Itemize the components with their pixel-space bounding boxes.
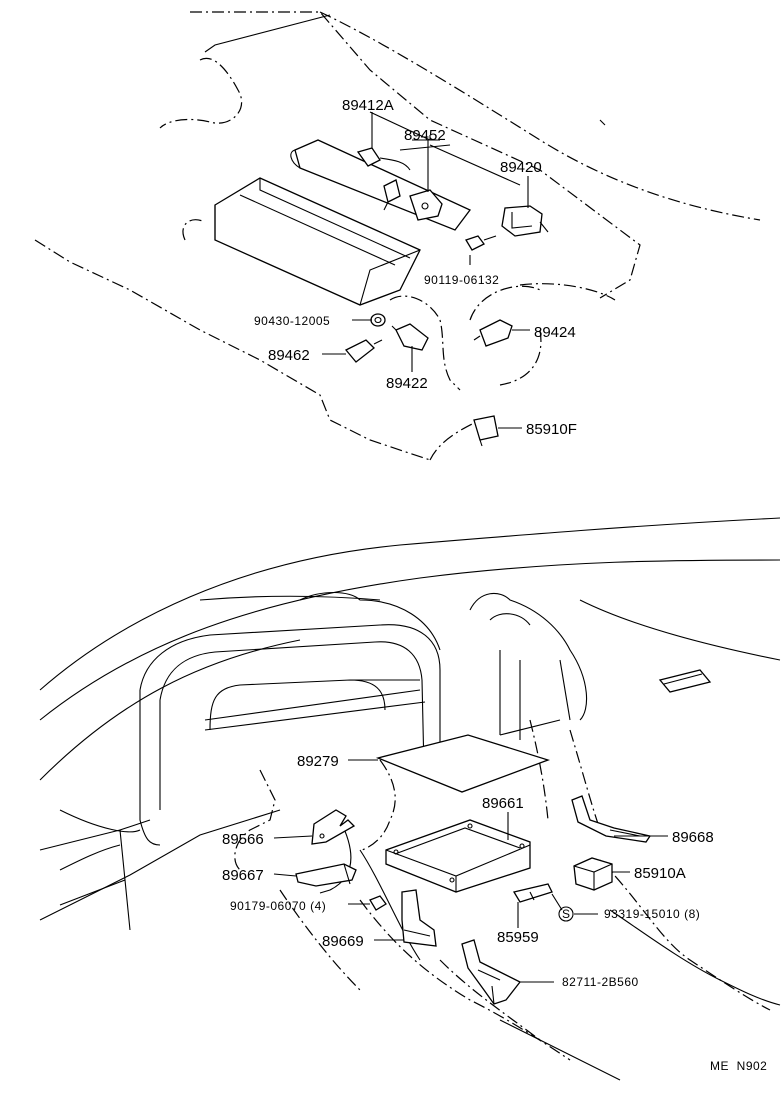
label-89661: 89661 (482, 795, 524, 812)
sensor-89422 (391, 323, 429, 351)
label-89424: 89424 (534, 324, 576, 341)
sensor-89412A (356, 147, 411, 211)
switch-85910A (573, 857, 613, 891)
bracket-85959 (512, 883, 553, 903)
label-93319-15010: 93319-15010 (8) (604, 907, 700, 921)
dashboard-outline (39, 517, 781, 1081)
label-89422: 89422 (386, 375, 428, 392)
bracket-89668 (571, 795, 652, 843)
engine-bay-outline (34, 11, 761, 461)
s-symbol-letter: S (562, 907, 570, 921)
bracket-82711 (461, 939, 521, 1005)
sensor-89420 (501, 205, 549, 237)
bracket-89566 (311, 809, 356, 845)
diagram-code: ME N902 (710, 1059, 767, 1073)
bracket-89667 (295, 863, 357, 887)
label-82711-2B560: 82711-2B560 (562, 975, 639, 989)
ecu-89661 (385, 819, 531, 893)
upper-leader-lines (322, 111, 530, 429)
label-89420: 89420 (500, 159, 542, 176)
label-90119-06132: 90119-06132 (424, 273, 499, 287)
sensor-89452 (409, 189, 443, 221)
engine-block (182, 139, 616, 461)
label-89669: 89669 (322, 933, 364, 950)
bracket-89669 (401, 889, 437, 947)
label-89462: 89462 (268, 347, 310, 364)
washer-90430 (370, 313, 386, 327)
label-89412A: 89412A (342, 97, 394, 114)
sensor-89424 (473, 319, 513, 347)
label-89279: 89279 (297, 753, 339, 770)
label-89566: 89566 (222, 831, 264, 848)
label-89668: 89668 (672, 829, 714, 846)
label-89667: 89667 (222, 867, 264, 884)
label-90179-06070: 90179-06070 (4) (230, 899, 326, 913)
label-89452: 89452 (404, 127, 446, 144)
bolt-90119 (465, 235, 497, 251)
screw-93319-symbol (558, 906, 574, 922)
cover-89279 (375, 734, 551, 793)
label-85959: 85959 (497, 929, 539, 946)
label-85910F: 85910F (526, 421, 577, 438)
label-85910A: 85910A (634, 865, 686, 882)
sensor-89462 (344, 339, 383, 363)
lower-leader-lines (273, 759, 668, 983)
label-90430-12005: 90430-12005 (254, 314, 330, 328)
nut-90179 (369, 895, 387, 911)
switch-85910F (473, 415, 499, 447)
